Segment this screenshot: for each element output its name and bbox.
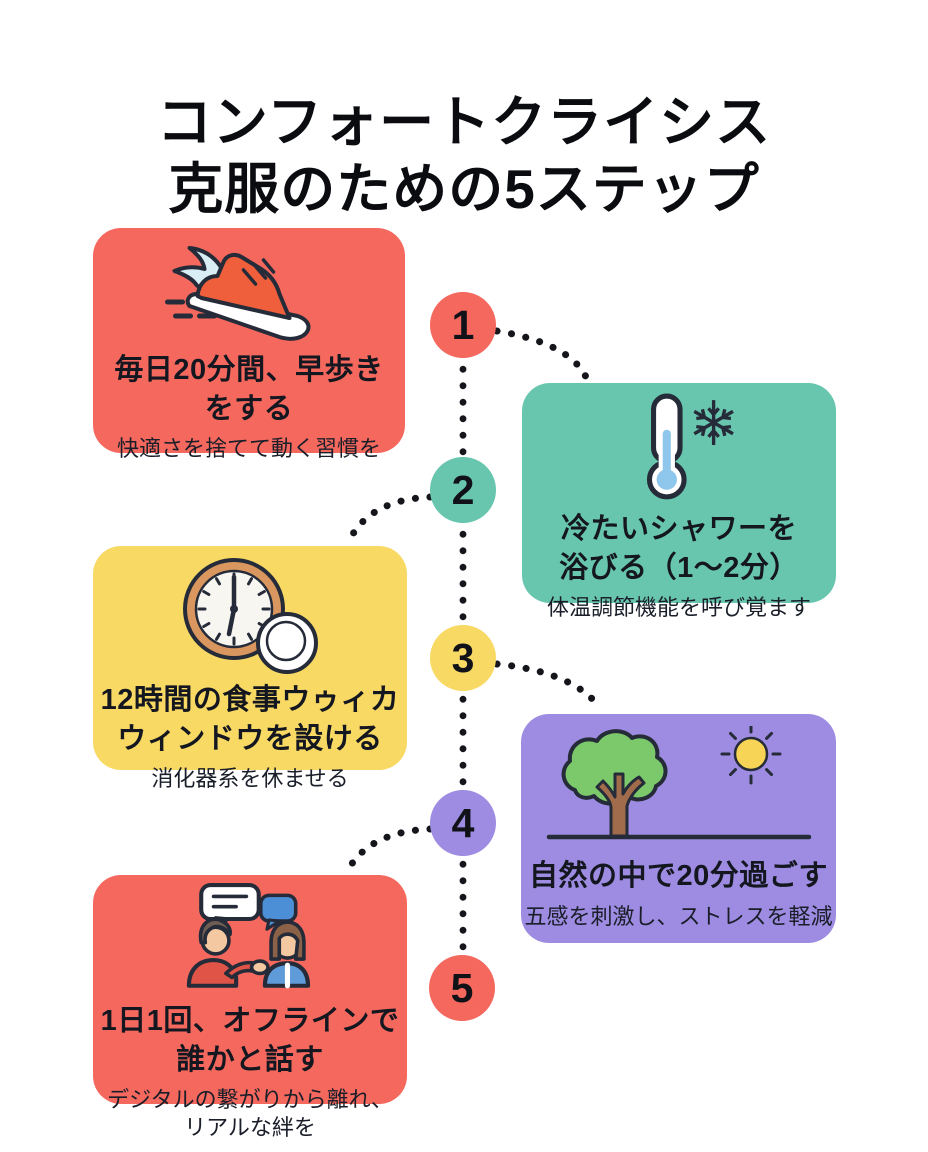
connector-3-to-card4 (493, 660, 604, 712)
step-2-title: 冷たいシャワーを 浴びる（1〜2分） (559, 513, 799, 584)
step-3-subtitle: 消化器系を休ませる (151, 766, 349, 792)
connector-2-to-card3 (345, 493, 434, 545)
step-3-title: 12時間の食事ウゥィカ ウィンドウを設ける (100, 684, 400, 755)
thermometer-snowflake-icon (609, 391, 749, 508)
step-card-2: 冷たいシャワーを 浴びる（1〜2分） 体温調節機能を呼び覚ます (522, 383, 836, 620)
page-title: コンフォートクライシス 克服のための5ステップ (156, 90, 772, 220)
step-card-4: 自然の中で20分過ごす 五感を刺激し、ストレスを軽減 (521, 714, 836, 943)
tree-sun-icon (541, 723, 817, 851)
step-card-5: 1日1回、オフラインで 誰かと話す デジタルの繋がりから離れ、 リアルな絆を (93, 875, 407, 1140)
clock-plate-icon (170, 556, 330, 679)
people-talking-icon (160, 881, 340, 1000)
step-5-title: 1日1回、オフラインで 誰かと話す (100, 1005, 400, 1076)
step-number-3: 3 (430, 625, 496, 691)
step-5-subtitle: デジタルの繋がりから離れ、 リアルな絆を (107, 1087, 393, 1141)
step-card-1: 毎日20分間、早歩き をする 快適さを捨てて動く習慣を (93, 228, 405, 461)
step-number-5: 5 (429, 955, 495, 1021)
step-2-subtitle: 体温調節機能を呼び覚ます (546, 595, 811, 621)
step-1-title: 毎日20分間、早歩き をする (114, 354, 384, 425)
connector-4-to-card5 (344, 825, 434, 874)
step-card-3: 12時間の食事ウゥィカ ウィンドウを設ける 消化器系を休ませる (93, 546, 407, 791)
step-number-2: 2 (430, 457, 496, 523)
step-number-4: 4 (430, 790, 496, 856)
step-4-subtitle: 五感を刺激し、ストレスを軽減 (524, 903, 833, 929)
winged-running-shoe-icon (159, 240, 339, 349)
step-number-1: 1 (430, 292, 496, 358)
step-1-subtitle: 快適さを捨てて動く習慣を (116, 436, 381, 462)
connector-1-to-card2 (493, 327, 590, 381)
step-4-title: 自然の中で20分過ごす (528, 860, 829, 892)
